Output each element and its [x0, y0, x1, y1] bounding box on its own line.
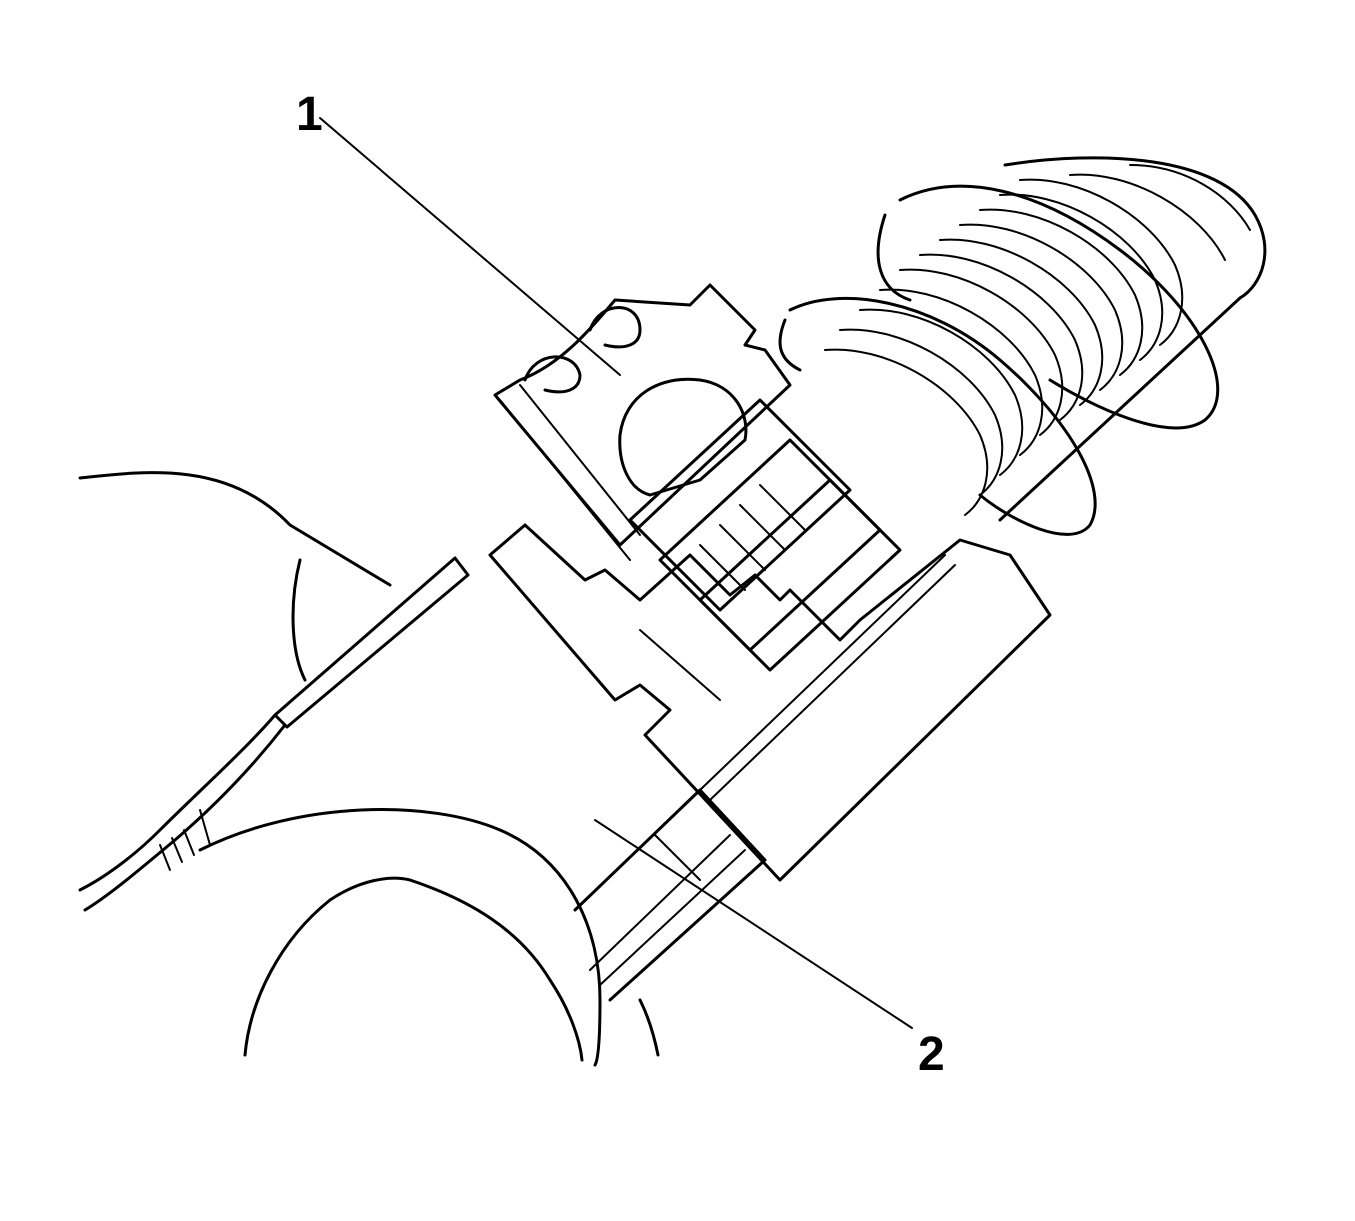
wire-coil	[778, 156, 1267, 536]
coil-turn-7	[899, 268, 1064, 436]
connector-edge-1	[639, 629, 721, 701]
callout-1: 1	[296, 88, 621, 376]
shaft-outline-bottom	[998, 296, 1242, 522]
mount-arm-curve	[291, 558, 307, 682]
shaft-outline-top	[1003, 156, 1267, 300]
callout-2-label: 2	[918, 1028, 945, 1081]
callout-1-leader	[319, 117, 621, 376]
connector-pin-4	[759, 484, 806, 531]
housing-strap-line-2	[599, 849, 746, 986]
main-body	[488, 523, 1052, 882]
coil-turn-13	[1129, 164, 1251, 231]
coil-turn-6	[919, 253, 1084, 421]
connector-block-c	[698, 478, 902, 672]
connector-block-b	[658, 438, 882, 652]
callout-1-label: 1	[296, 88, 323, 141]
coil-turn-12	[1069, 173, 1226, 261]
wire-band-2	[171, 837, 183, 863]
connector-block-a	[628, 398, 852, 612]
coil-turn-4	[959, 223, 1124, 391]
left-structure	[78, 471, 470, 912]
connector-pin-2	[719, 524, 766, 571]
mount-arm-top	[78, 471, 392, 587]
main-body-ridge-2	[709, 564, 956, 801]
housing-lower-edge	[638, 998, 660, 1057]
coil-turn-2	[999, 193, 1164, 361]
main-body-outline	[488, 523, 1052, 882]
wire-band-3	[183, 829, 195, 856]
bracket-hole-1	[588, 306, 642, 349]
coil-turn-3	[979, 208, 1144, 376]
rod	[273, 556, 470, 729]
coil-turn-10	[839, 328, 1004, 496]
upper-bracket	[493, 283, 792, 561]
connector-pin-3	[739, 504, 786, 551]
rod-wire-2	[83, 723, 287, 912]
callout-2-leader	[594, 819, 913, 1029]
connector-pin-1	[699, 544, 746, 591]
lower-housing	[198, 788, 767, 1067]
housing-strap-line-3	[654, 834, 701, 881]
wire-band-1	[159, 844, 171, 871]
inner-connector	[628, 398, 902, 701]
coil-loop-large	[898, 184, 1220, 430]
housing-inner	[243, 876, 584, 1062]
coil-turn-9	[859, 308, 1024, 476]
coil-loop-mid	[788, 296, 1097, 536]
coil-turn-8	[879, 288, 1044, 456]
coil-loop-large-inner	[876, 213, 912, 302]
housing-strap-line-1	[589, 834, 731, 971]
bracket-edge	[499, 399, 631, 561]
bracket-hole-2	[523, 355, 582, 394]
housing-outer	[198, 808, 602, 1067]
callout-2: 2	[594, 819, 945, 1081]
bracket-window	[618, 377, 748, 497]
wire-band-4	[199, 809, 211, 846]
bracket-edge-2	[519, 384, 641, 536]
housing-strap	[573, 788, 767, 1002]
rod-wire	[78, 713, 277, 892]
coil-turn-5	[939, 238, 1104, 406]
coil-turn-11	[824, 348, 989, 516]
coil-loop-mid-inner	[778, 318, 802, 372]
coil-turn-1	[1019, 178, 1184, 346]
bracket-outline	[493, 283, 792, 547]
main-body-ridge	[699, 554, 946, 791]
